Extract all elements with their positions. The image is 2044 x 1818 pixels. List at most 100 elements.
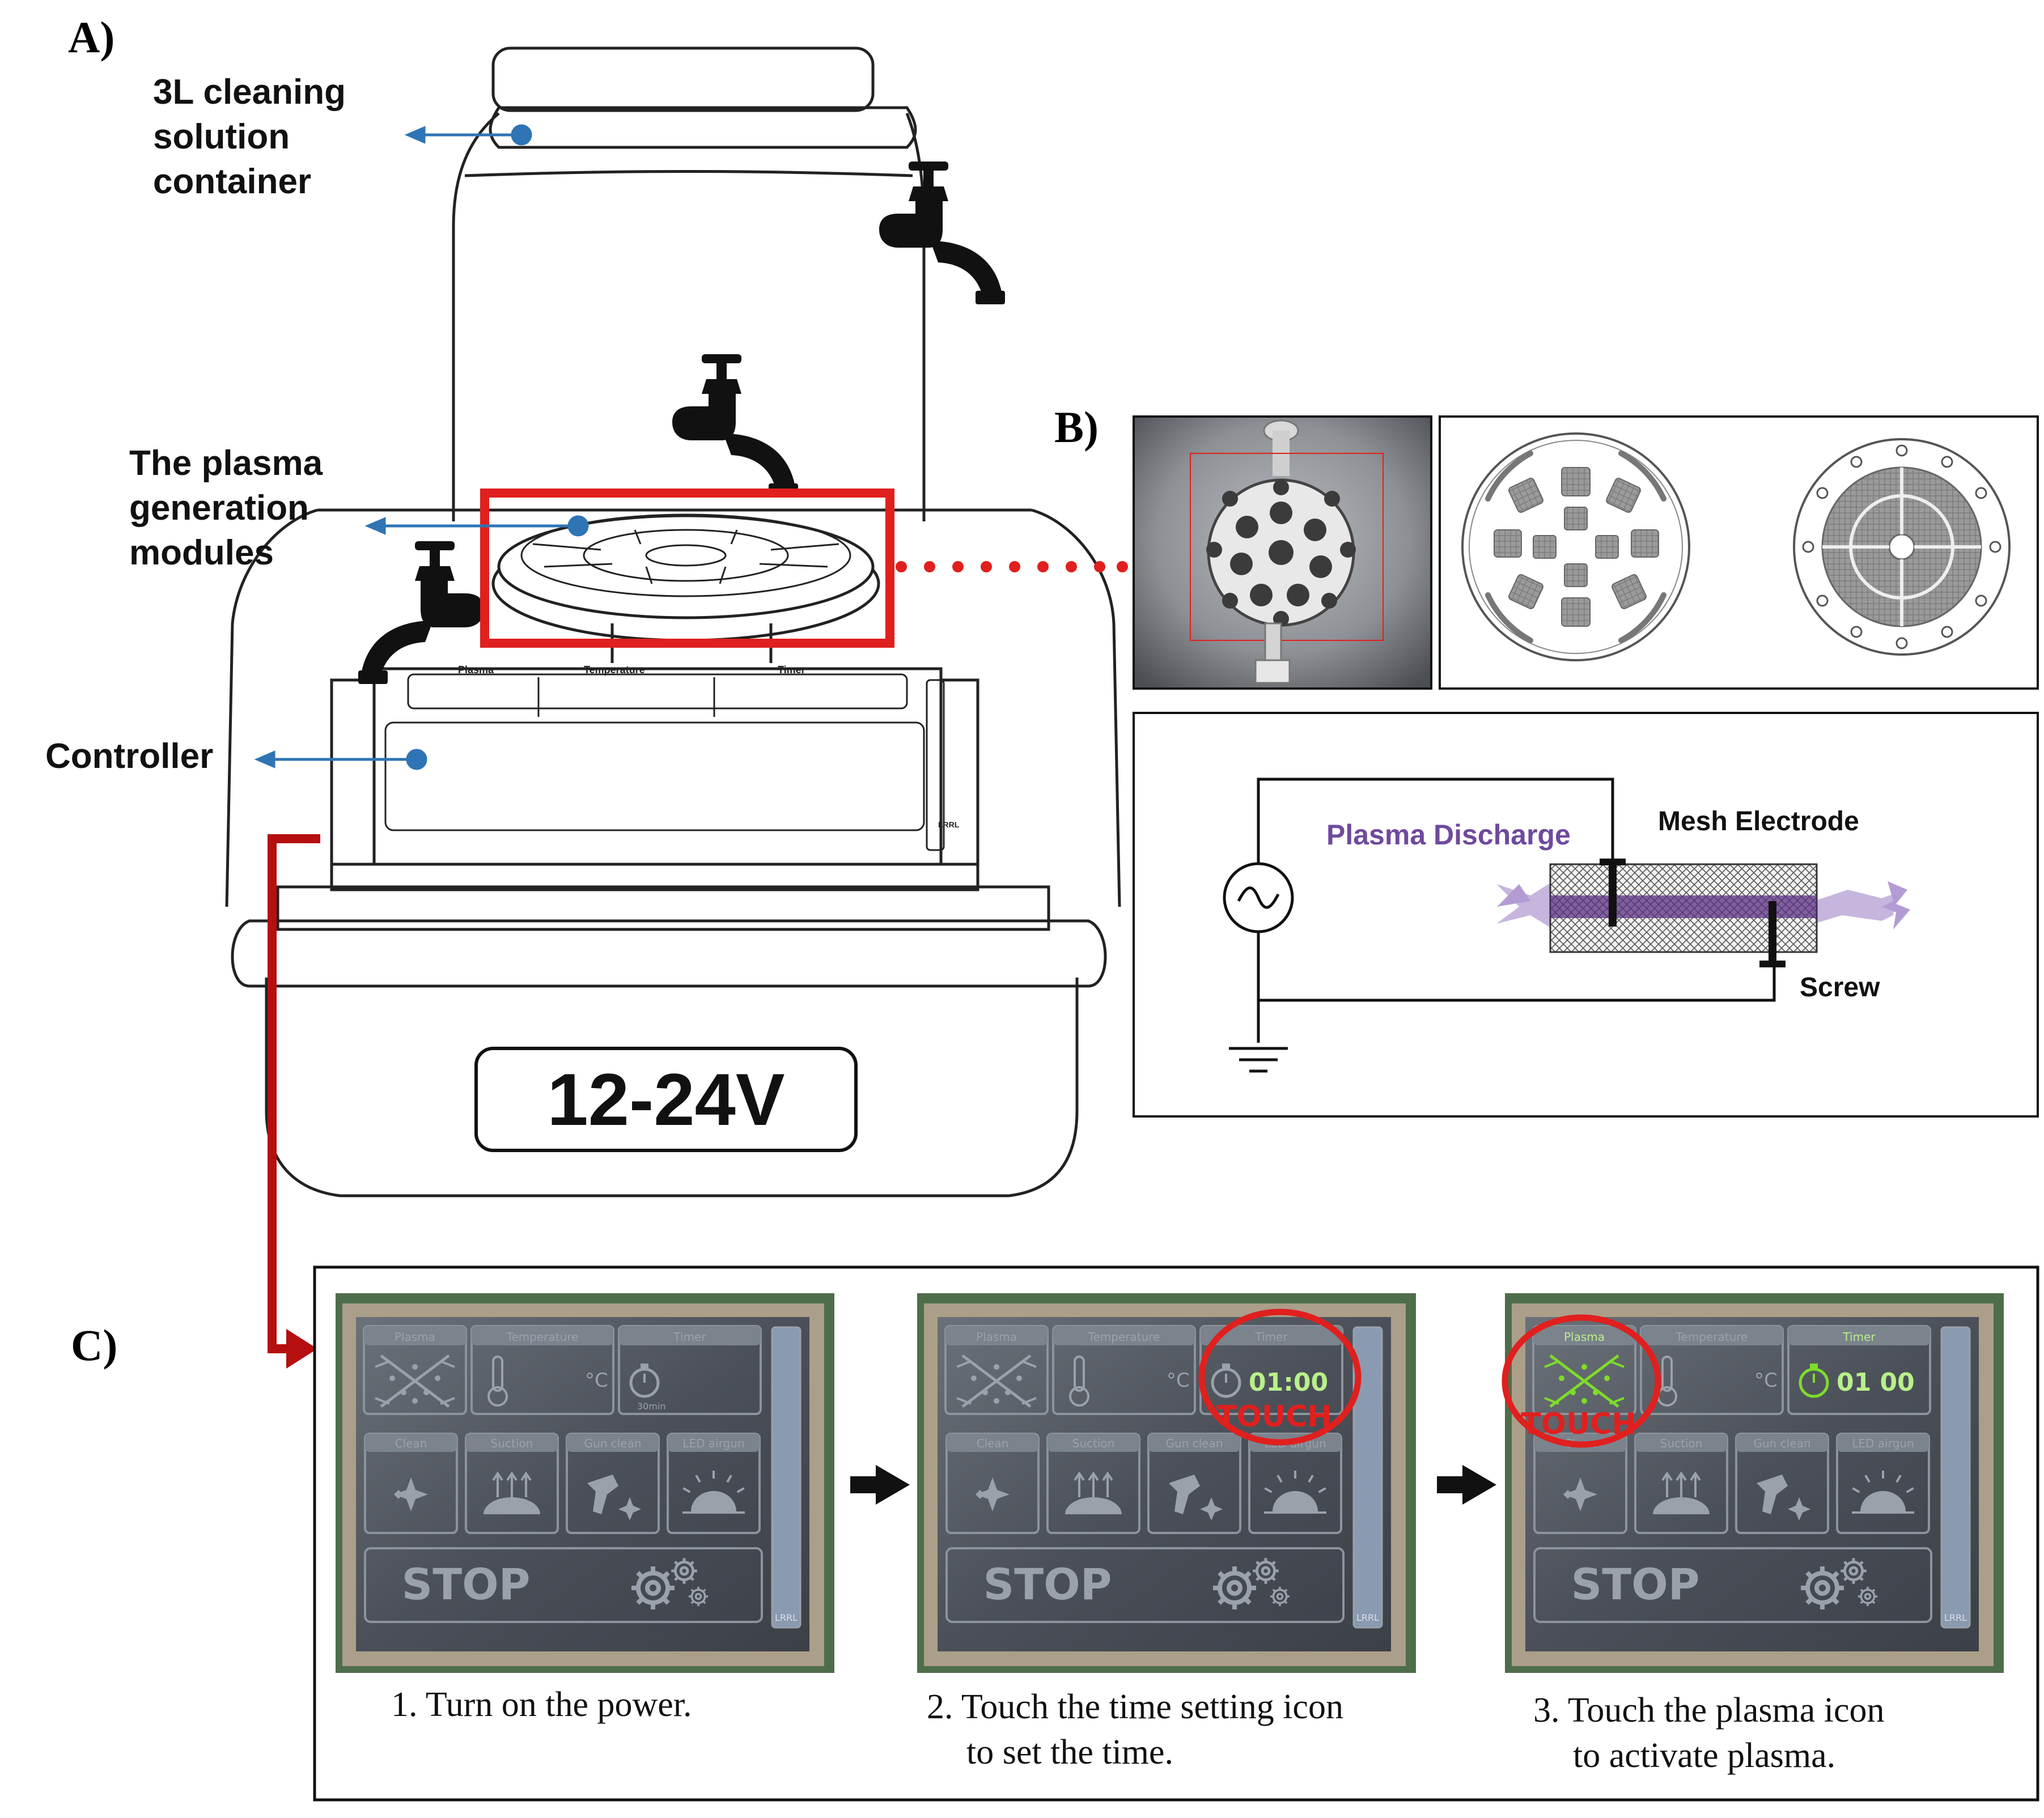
panel-label-b: B) xyxy=(1054,402,1099,452)
air-gun-icon xyxy=(587,1475,641,1520)
touch-label-timer: TOUCH xyxy=(1216,1400,1332,1434)
lcd-tab-plasma[interactable]: Plasma xyxy=(363,1325,467,1415)
lcd-button-label: Gun clean xyxy=(584,1437,642,1450)
plasma-discharge-label: Plasma Discharge xyxy=(1326,819,1571,851)
lcd-tab-timer[interactable]: Timer xyxy=(1787,1325,1931,1415)
screw-label: Screw xyxy=(1800,972,1880,1003)
lcd-button-led-airgun[interactable]: LED airgun xyxy=(1836,1433,1930,1534)
lcd-button-gun-clean[interactable]: Gun clean xyxy=(566,1433,660,1534)
perforated-electrode-drawing xyxy=(1461,432,1690,661)
lcd-tab-label: Temperature xyxy=(1676,1330,1748,1344)
sparkle-icon xyxy=(394,1477,428,1511)
sparkle-icon xyxy=(1563,1477,1597,1511)
lcd-brand: LRRL xyxy=(1944,1612,1967,1623)
lcd-tab-label: Plasma xyxy=(395,1330,435,1344)
container-label: 3L cleaning solution container xyxy=(153,73,355,201)
lcd-brand: LRRL xyxy=(1356,1612,1379,1623)
screw-lower xyxy=(1759,901,1786,967)
lcd-display xyxy=(356,1317,809,1651)
controller-tab-plasma: Plasma xyxy=(458,664,494,676)
lcd-tab-temperature[interactable]: Temperature xyxy=(1640,1325,1784,1415)
lcd-stop-label: STOP xyxy=(1571,1559,1700,1609)
lcd-tab-label: Timer xyxy=(1254,1330,1288,1344)
sparkle-icon xyxy=(976,1477,1010,1511)
lcd-button-label: Suction xyxy=(491,1437,533,1450)
lcd-button-led-airgun[interactable]: LED airgun xyxy=(667,1433,761,1534)
lcd-stop-button[interactable]: STOP xyxy=(945,1547,1345,1623)
callout-arrows xyxy=(254,124,589,770)
base-rim xyxy=(231,919,1107,988)
circuit-schematic: Plasma Discharge Mesh Electrode Screw xyxy=(1223,778,1910,1073)
lcd-button-suction[interactable]: Suction xyxy=(465,1433,559,1534)
lcd-tab-timer[interactable]: Timer xyxy=(618,1325,762,1415)
plasma-icon[interactable] xyxy=(1544,1354,1625,1408)
lcd-tab-label: Plasma xyxy=(1564,1330,1605,1344)
lcd-tab-temperature[interactable]: Temperature xyxy=(1052,1325,1196,1415)
controller-base-plate xyxy=(276,885,1050,931)
faucet-left xyxy=(358,541,484,684)
lcd-tab-temperature[interactable]: Temperature xyxy=(470,1325,614,1415)
lcd-tab-label: Temperature xyxy=(506,1330,579,1344)
lcd-timer-value: 01 00 xyxy=(1837,1368,1915,1397)
lcd-button-gun-clean[interactable]: Gun clean xyxy=(1147,1433,1241,1534)
caption-step3: 3. Touch the plasma icon to activate pla… xyxy=(1533,1691,1893,1775)
air-gun-icon xyxy=(1169,1475,1223,1520)
step-arrow-1 xyxy=(850,1465,910,1505)
lcd-button-label: Suction xyxy=(1072,1437,1115,1450)
lcd-tab-label: Plasma xyxy=(976,1330,1017,1344)
lcd-button-suction[interactable]: Suction xyxy=(1046,1433,1140,1534)
plasma-module-highlight xyxy=(480,489,894,648)
plasma-icon[interactable] xyxy=(375,1354,455,1408)
lcd-button-label: Gun clean xyxy=(1754,1437,1811,1450)
led-icon xyxy=(1852,1471,1914,1514)
lcd-button-label: Clean xyxy=(395,1437,427,1450)
lcd-tab-plasma[interactable]: Plasma xyxy=(1532,1325,1636,1415)
lcd-button-led-airgun[interactable]: LED airgun xyxy=(1248,1433,1342,1534)
stopwatch-icon[interactable] xyxy=(1799,1364,1829,1398)
controller-tab-temperature: Temperature xyxy=(584,664,645,676)
lcd-temp-unit: °C xyxy=(585,1369,608,1392)
lcd-button-label: Suction xyxy=(1660,1437,1703,1450)
thermometer-icon xyxy=(1069,1356,1089,1407)
lcd-stop-button[interactable]: STOP xyxy=(1533,1547,1932,1623)
lcd-stop-button[interactable]: STOP xyxy=(364,1547,763,1623)
panel-label-a: A) xyxy=(68,12,115,62)
faucet-middle xyxy=(672,354,798,497)
lcd-button-suction[interactable]: Suction xyxy=(1634,1433,1728,1534)
lcd-tab-plasma[interactable]: Plasma xyxy=(944,1325,1049,1415)
lcd-tab-timer[interactable]: Timer xyxy=(1199,1325,1343,1415)
screw-upper xyxy=(1600,859,1626,927)
lcd-stop-label: STOP xyxy=(983,1559,1112,1609)
controller-label: Controller xyxy=(45,737,213,776)
lcd-button-gun-clean[interactable]: Gun clean xyxy=(1735,1433,1829,1534)
lcd-side-bar[interactable] xyxy=(1352,1326,1383,1629)
lcd-brand: LRRL xyxy=(775,1612,798,1623)
lcd-button-clean[interactable]: Clean xyxy=(945,1433,1040,1534)
caption-step2: 2. Touch the time setting icon to set th… xyxy=(927,1688,1352,1772)
suction-icon xyxy=(1065,1471,1122,1514)
stopwatch-icon[interactable] xyxy=(629,1364,660,1398)
lcd-button-label: LED airgun xyxy=(682,1437,744,1450)
suction-icon xyxy=(1653,1471,1710,1514)
led-icon xyxy=(682,1471,745,1514)
lcd-button-clean[interactable]: Clean xyxy=(364,1433,458,1534)
voltage-box xyxy=(474,1047,858,1152)
lcd-side-bar[interactable] xyxy=(771,1326,802,1629)
lcd-side-bar[interactable] xyxy=(1940,1326,1971,1629)
plasma-icon[interactable] xyxy=(956,1354,1037,1408)
mesh-electrode-drawing xyxy=(1793,438,2011,656)
lcd-timer-value: 01:00 xyxy=(1249,1368,1328,1397)
faucet-top-right xyxy=(879,162,1005,304)
caption-step1: 1. Turn on the power. xyxy=(391,1685,692,1724)
mesh-electrode-label: Mesh Electrode xyxy=(1658,806,1859,836)
lcd-button-label: Gun clean xyxy=(1166,1437,1223,1450)
stopwatch-icon[interactable] xyxy=(1211,1364,1241,1398)
led-icon xyxy=(1264,1471,1326,1514)
dotted-connector xyxy=(896,561,1128,572)
module-photo xyxy=(1133,415,1432,690)
touch-highlight-timer xyxy=(1198,1309,1362,1446)
lcd-temp-unit: °C xyxy=(1754,1369,1778,1392)
